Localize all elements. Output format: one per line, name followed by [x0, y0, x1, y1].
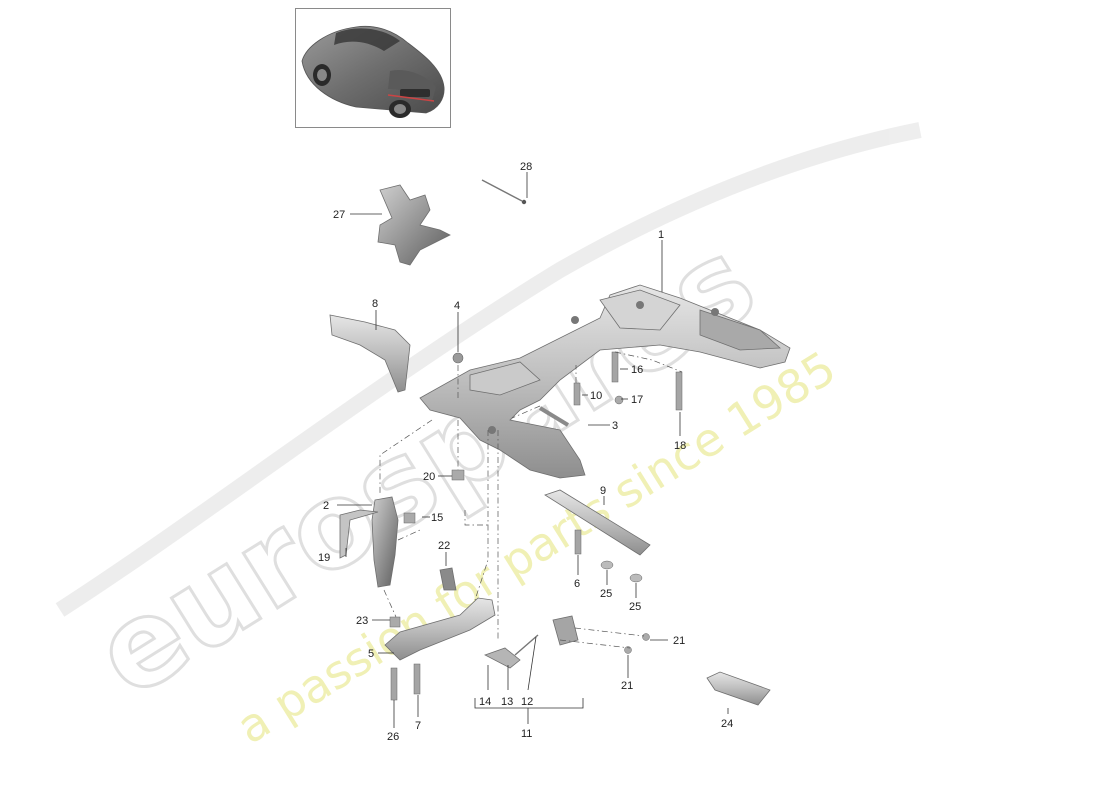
callout-17: 17	[631, 394, 643, 406]
bolt-6	[574, 529, 582, 555]
callout-21-lower: 21	[621, 680, 633, 692]
callout-4: 4	[454, 300, 460, 312]
mount-2	[339, 496, 416, 588]
bracket-27	[377, 184, 451, 266]
clip-22	[439, 567, 457, 591]
nut-23	[389, 616, 401, 628]
callout-2: 2	[323, 500, 329, 512]
callout-11: 11	[521, 728, 532, 740]
callout-3: 3	[612, 420, 618, 432]
callout-5: 5	[368, 648, 374, 660]
callout-7: 7	[415, 720, 421, 732]
front-subframe	[419, 284, 791, 479]
callout-13: 13	[501, 696, 513, 708]
callout-26: 26	[387, 731, 399, 743]
callout-numbers: 1 2 3 4 5 6 7 8 9 10 11 12 13 14 15 16 1…	[318, 161, 733, 743]
callout-28: 28	[520, 161, 532, 173]
callout-8: 8	[372, 298, 378, 310]
arm-5	[384, 597, 496, 661]
callout-18: 18	[674, 440, 686, 452]
vehicle-thumbnail	[295, 8, 451, 128]
callout-19: 19	[318, 552, 330, 564]
cover-24	[706, 671, 771, 706]
callout-9: 9	[600, 485, 606, 497]
bolt-26	[390, 667, 398, 701]
fasteners	[451, 351, 683, 481]
callout-14: 14	[479, 696, 491, 708]
callout-27: 27	[333, 209, 345, 221]
washer-25b	[629, 573, 643, 583]
callout-25-left: 25	[600, 588, 612, 600]
bolt-7	[413, 663, 421, 695]
callout-21-upper: 21	[673, 635, 685, 647]
assembly-lines	[379, 351, 683, 649]
callout-10: 10	[590, 390, 602, 402]
panel-8	[329, 314, 411, 393]
callout-22: 22	[438, 540, 450, 552]
callout-12: 12	[521, 696, 533, 708]
callout-25-right: 25	[629, 601, 641, 613]
plate-9	[544, 489, 651, 556]
callout-16: 16	[631, 364, 643, 376]
callout-1: 1	[658, 229, 664, 241]
rod-28	[481, 179, 523, 202]
nut-4	[452, 352, 464, 364]
callout-15: 15	[431, 512, 443, 524]
callout-23: 23	[356, 615, 368, 627]
washer-25a	[600, 560, 614, 570]
callout-6: 6	[574, 578, 580, 590]
callout-leaders	[337, 172, 729, 728]
car-rear-three-quarter-icon	[301, 25, 445, 118]
level-sensor-assembly	[483, 615, 650, 669]
callout-20: 20	[423, 471, 435, 483]
callout-24: 24	[721, 718, 733, 730]
